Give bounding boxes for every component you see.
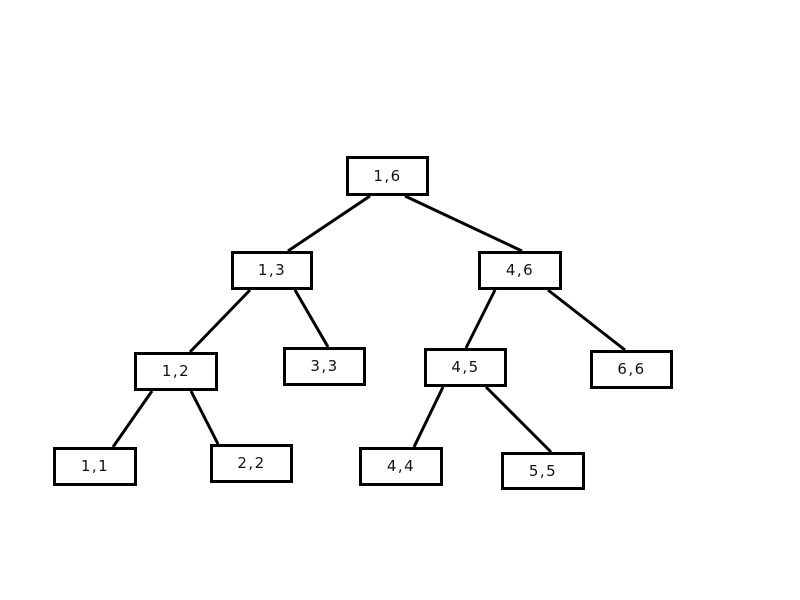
tree-node-label: 4,6 <box>505 261 535 279</box>
tree-edge <box>188 288 252 354</box>
tree-node-4-4[interactable]: 4,4 <box>359 447 443 486</box>
tree-node-1-2[interactable]: 1,2 <box>134 352 218 391</box>
tree-edge <box>404 194 523 253</box>
tree-node-label: 2,2 <box>237 454 266 472</box>
tree-edge <box>287 194 371 253</box>
tree-edge <box>547 288 626 352</box>
tree-node-label: 1,6 <box>373 166 402 185</box>
tree-node-label: 4,4 <box>386 457 416 475</box>
tree-edge <box>189 390 220 445</box>
tree-node-2-2[interactable]: 2,2 <box>210 444 293 483</box>
tree-node-1-6[interactable]: 1,6 <box>346 156 429 196</box>
tree-node-label: 5,5 <box>528 461 558 480</box>
tree-node-label: 3,3 <box>310 357 339 375</box>
tree-node-6-6[interactable]: 6,6 <box>590 350 673 389</box>
tree-edge <box>464 289 497 349</box>
tree-node-3-3[interactable]: 3,3 <box>283 347 366 386</box>
tree-edge <box>484 385 553 454</box>
tree-node-label: 6,6 <box>617 360 646 378</box>
tree-edge <box>293 289 330 348</box>
tree-node-label: 1,1 <box>80 457 110 475</box>
tree-node-5-5[interactable]: 5,5 <box>501 452 585 490</box>
tree-edge <box>412 386 445 448</box>
tree-node-4-6[interactable]: 4,6 <box>478 251 562 290</box>
tree-node-1-3[interactable]: 1,3 <box>231 251 313 290</box>
tree-edge <box>111 390 154 448</box>
tree-node-label: 4,5 <box>451 358 480 376</box>
tree-node-label: 1,3 <box>257 261 287 279</box>
tree-node-1-1[interactable]: 1,1 <box>53 447 137 486</box>
tree-node-4-5[interactable]: 4,5 <box>424 348 507 387</box>
tree-node-label: 1,2 <box>161 362 191 380</box>
